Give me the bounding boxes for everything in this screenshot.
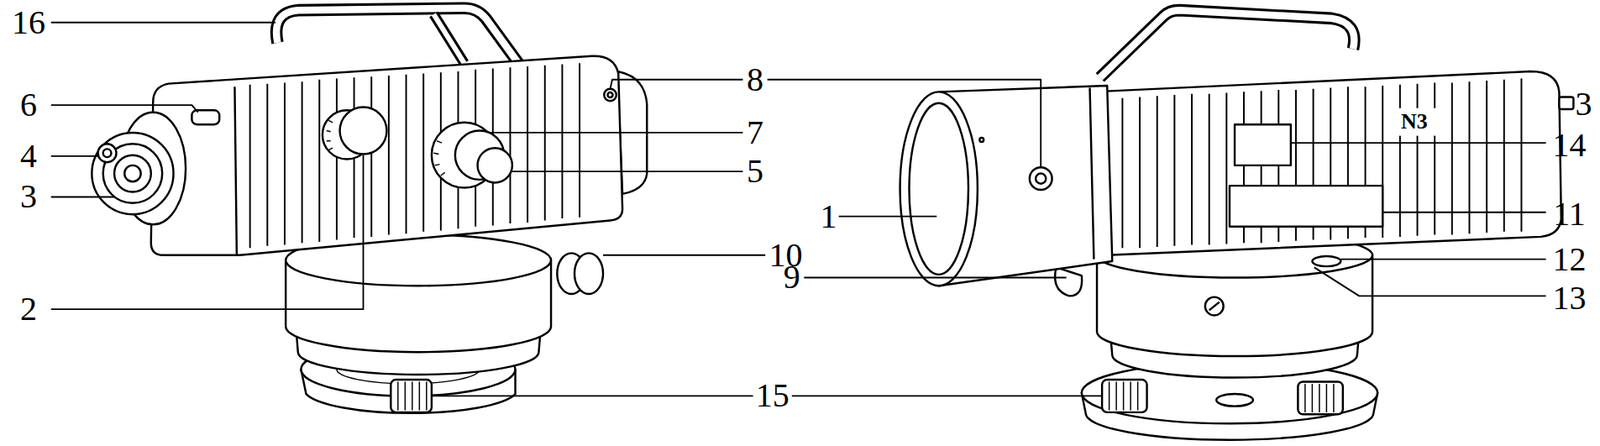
callout-number: 8 [746, 62, 764, 97]
callout-number: 15 [755, 378, 790, 413]
callout-number: 3 [1575, 87, 1593, 121]
callout-number: 16 [11, 5, 46, 40]
callout-number: 14 [1552, 128, 1587, 163]
callout-number: 13 [1552, 281, 1587, 315]
callout-number: 9 [783, 260, 801, 294]
callout-number: 1 [820, 199, 838, 234]
callout-number: 2 [20, 292, 37, 326]
model-badge: N3 [1400, 110, 1428, 133]
callout-number: 12 [1552, 242, 1587, 277]
callout-number: 3 [20, 179, 37, 214]
callout-number: 7 [746, 115, 764, 150]
callout-number: 11 [1552, 197, 1586, 231]
callout-number: 4 [20, 139, 37, 174]
callout-number: 6 [20, 88, 37, 122]
callout-number: 5 [746, 154, 764, 189]
